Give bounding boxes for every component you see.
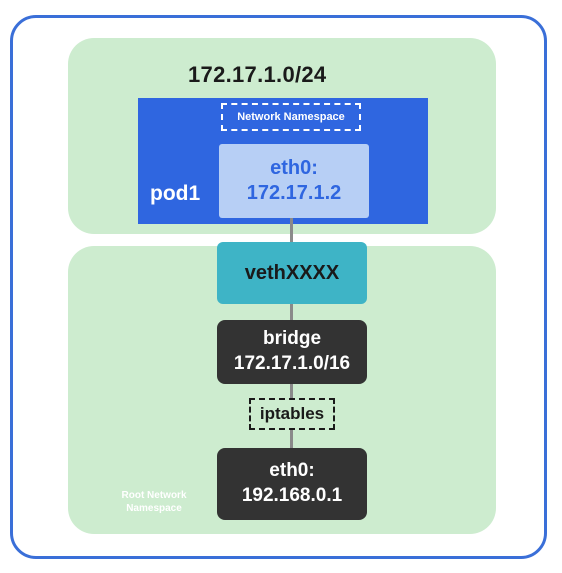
host-eth0-name: eth0: [269,460,315,482]
link-pod-to-veth [290,218,293,244]
network-namespace-tag: Network Namespace [221,103,361,131]
subnet-label: 172.17.1.0/24 [188,62,327,87]
outer-frame [10,15,547,559]
root-namespace-label-line2: Namespace [126,503,182,514]
link-veth-to-bridge [290,304,293,322]
pod-name-label: pod1 [150,182,201,205]
bridge-box: bridge 172.17.1.0/16 [217,320,367,384]
host-eth0-ip: 192.168.0.1 [241,485,343,506]
root-namespace-label: Root Network Namespace [104,489,204,515]
host-eth0-box: eth0: 192.168.0.1 [217,448,367,520]
bridge-cidr: 172.17.1.0/16 [233,353,351,374]
root-namespace-label-line1: Root Network [121,490,187,501]
pod-eth0-box: eth0: 172.17.1.2 [219,144,369,218]
veth-box: vethXXXX [217,242,367,304]
pod-eth0-name: eth0: [270,157,318,179]
iptables-box: iptables [249,398,335,430]
bridge-name: bridge [262,328,322,350]
pod-eth0-ip: 172.17.1.2 [246,182,342,204]
